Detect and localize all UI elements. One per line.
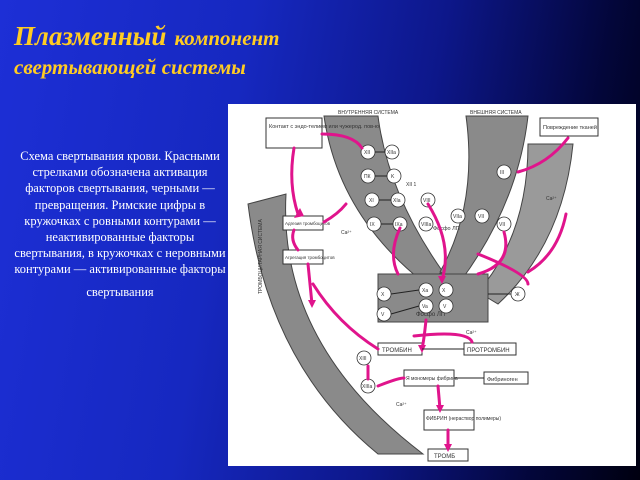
conversion-arrows xyxy=(375,151,511,379)
factor-labels: XII XIIa ПК K XI XIa IX IXa VIIIa VIII I… xyxy=(341,150,557,408)
factor-k: K xyxy=(391,174,395,180)
prothrombin-label: ПРОТРОМБИН xyxy=(467,348,510,354)
factor-zh: Ж xyxy=(515,292,520,298)
factor-iii: III xyxy=(500,170,504,176)
factor-pk: ПК xyxy=(364,174,371,180)
contact-box-label: Контакт с эндо-телием или чужерод. пов-ю xyxy=(269,124,379,130)
contact-box xyxy=(265,117,323,149)
diagram-svg: Контакт с эндо-телием или чужерод. пов-ю… xyxy=(247,110,599,462)
description-text: Схема свертывания крови. Красными стрелк… xyxy=(14,149,226,277)
title-word-1: Плазменный xyxy=(14,21,167,51)
slide-title: Плазменный компонент свертывающей систем… xyxy=(14,14,280,80)
factor-xiia: XIIa xyxy=(387,150,396,156)
ca-label-2: Ca²⁺ xyxy=(546,196,557,202)
factor-vii-2: VII xyxy=(478,214,484,220)
factor-v-2: V xyxy=(443,304,447,310)
factor-circles xyxy=(356,144,526,394)
ca-label-3: Ca²⁺ xyxy=(466,330,477,336)
damage-box xyxy=(539,117,599,137)
factor-xi: XI xyxy=(369,198,374,204)
factor-x: X xyxy=(381,292,385,298)
extrinsic-label: ВНЕШНЯЯ СИСТЕМА xyxy=(470,110,522,116)
factor-vii: VII xyxy=(499,222,505,228)
factor-xiii: XIII xyxy=(359,356,367,362)
factor-viia: VIIa xyxy=(453,214,462,220)
aggregation-label: Агрегация тромбоцитов xyxy=(285,255,335,260)
phospholipid2-label: Фосфо ЛП xyxy=(433,226,460,232)
factor-v: V xyxy=(381,312,385,318)
factor-ixa: IXa xyxy=(395,222,403,228)
monomer-label: Я мономеры фибрина xyxy=(406,376,458,382)
aggregation-box xyxy=(282,249,324,265)
damage-box-label: Повреждение тканей xyxy=(543,124,597,131)
factor-viiia: VIIIa xyxy=(421,222,432,228)
clot-label: ТРОМБ xyxy=(434,454,455,460)
description-tail: свертывания xyxy=(86,284,154,299)
ca-label-4: Ca²⁺ xyxy=(396,402,407,408)
factor-xia: XIa xyxy=(393,198,401,204)
phospholipid-label: Фосфо ЛП xyxy=(416,312,445,318)
factor-xii: XII xyxy=(364,150,370,156)
activation-arrows xyxy=(290,132,570,450)
platelet-label: ТРОМБОЦИТАРНАЯ СИСТЕМА xyxy=(258,219,264,294)
factor-ix: IX xyxy=(370,222,375,228)
coagulation-diagram: Контакт с эндо-телием или чужерод. пов-ю… xyxy=(228,104,636,466)
ca-label-1: Ca²⁺ xyxy=(341,230,352,236)
description: Схема свертывания крови. Красными стрелк… xyxy=(14,148,226,300)
platelet-band xyxy=(247,193,425,455)
factor-xiiia: XIIIa xyxy=(362,384,373,390)
title-word-2: компонент xyxy=(174,26,280,50)
adhesion-label: Адгезия тромбоцитов xyxy=(285,221,331,226)
fibrin-label: ФИБРИН (нераствор полимеры) xyxy=(426,416,501,422)
intrinsic-label: ВНУТРЕННЯЯ СИСТЕМА xyxy=(338,110,399,116)
factor-xa: Xa xyxy=(422,288,428,294)
factor-va: Va xyxy=(422,304,428,310)
factor-xii1: XII 1 xyxy=(406,182,417,188)
thrombin-label: ТРОМБИН xyxy=(382,348,412,354)
fibrinogen-label: Фибриноген xyxy=(487,377,518,383)
factor-viii: VIII xyxy=(423,198,431,204)
title-line-2: свертывающей системы xyxy=(14,55,246,79)
factor-x-2: X xyxy=(442,288,446,294)
